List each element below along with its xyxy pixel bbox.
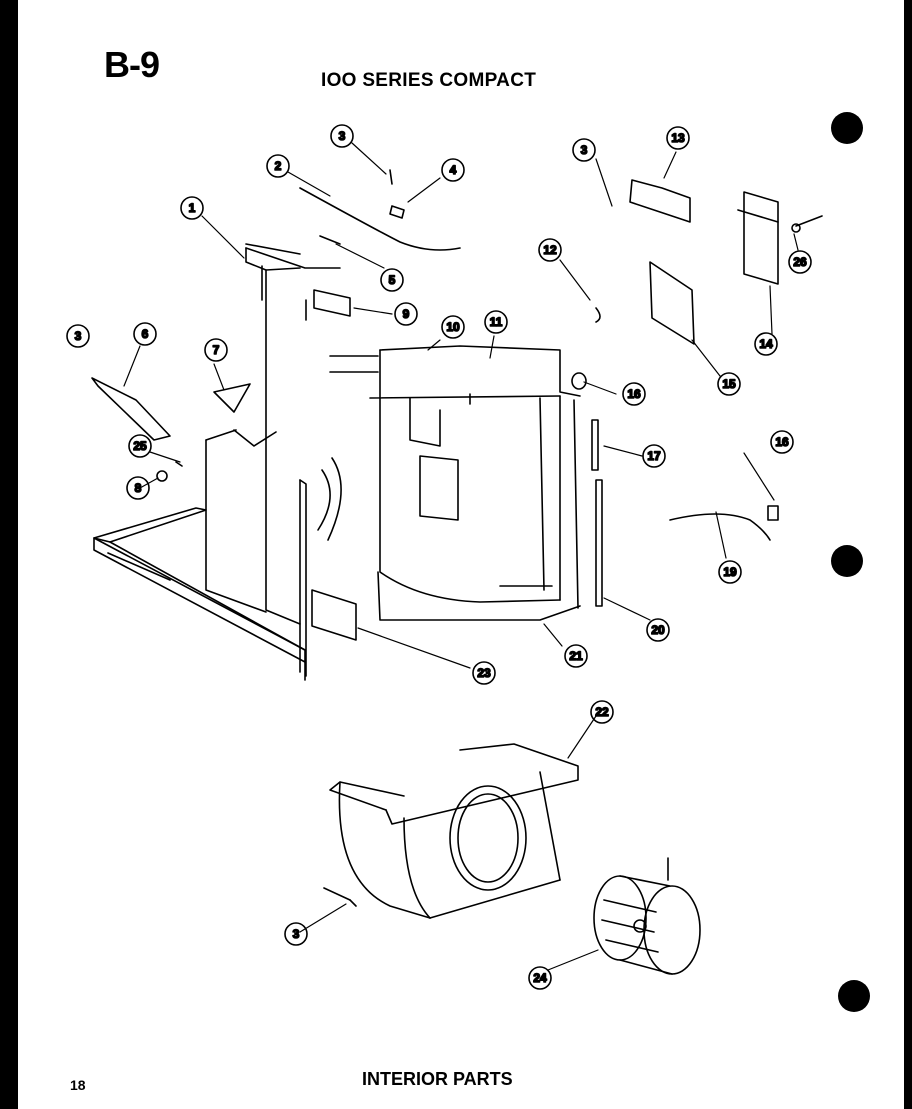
callout-22: 22: [590, 700, 614, 724]
callout-19: 19: [718, 560, 742, 584]
svg-text:8: 8: [135, 481, 142, 495]
callout-7: 7: [204, 338, 228, 362]
svg-text:5: 5: [389, 273, 396, 287]
callout-5: 5: [380, 268, 404, 292]
section-title: INTERIOR PARTS: [362, 1069, 513, 1089]
callout-15: 15: [717, 372, 741, 396]
page-number: 18: [70, 1077, 86, 1093]
svg-text:3: 3: [581, 143, 588, 157]
svg-text:16: 16: [775, 435, 789, 449]
svg-text:25: 25: [133, 439, 147, 453]
svg-text:23: 23: [477, 666, 491, 680]
callout-17: 17: [642, 444, 666, 468]
callout-16: 16: [622, 382, 646, 406]
blower-wheel: [593, 875, 701, 975]
svg-text:19: 19: [723, 565, 737, 579]
svg-text:13: 13: [671, 131, 685, 145]
callout-3-right: 3: [572, 138, 596, 162]
svg-text:7: 7: [213, 343, 220, 357]
leader-lines: [123, 142, 799, 971]
svg-text:6: 6: [142, 327, 149, 341]
callout-3-left: 3: [66, 324, 90, 348]
svg-text:16: 16: [627, 387, 641, 401]
svg-text:10: 10: [446, 320, 460, 334]
svg-text:22: 22: [595, 705, 609, 719]
svg-text:3: 3: [339, 129, 346, 143]
binder-hole-middle: [831, 545, 863, 577]
callouts: 1 2 3 3 3 3 4 5 6 7 8 9 10 11 12 13 14 1…: [66, 124, 812, 990]
svg-text:11: 11: [490, 315, 503, 329]
callout-24: 24: [528, 966, 552, 990]
svg-text:12: 12: [543, 243, 557, 257]
svg-text:3: 3: [75, 329, 82, 343]
callout-2: 2: [266, 154, 290, 178]
svg-text:20: 20: [651, 623, 665, 637]
callout-6: 6: [133, 322, 157, 346]
shroud-assembly: [329, 345, 581, 621]
svg-text:24: 24: [533, 971, 547, 985]
callout-4: 4: [441, 158, 465, 182]
callout-8: 8: [126, 476, 150, 500]
callout-1: 1: [180, 196, 204, 220]
callout-14: 14: [754, 332, 778, 356]
sheet-id: B-9: [104, 44, 160, 85]
callout-20: 20: [646, 618, 670, 642]
callout-25: 25: [128, 434, 152, 458]
callout-16-sensor: 16: [770, 430, 794, 454]
side-rails: [591, 419, 603, 607]
svg-text:4: 4: [450, 163, 457, 177]
svg-text:15: 15: [722, 377, 736, 391]
small-parts: [91, 169, 823, 907]
svg-text:9: 9: [403, 307, 410, 321]
series-title: IOO SERIES COMPACT: [321, 70, 537, 91]
svg-text:2: 2: [275, 159, 282, 173]
svg-text:3: 3: [293, 927, 300, 941]
callout-9: 9: [394, 302, 418, 326]
partition-panel: [205, 247, 357, 677]
parts-sheet: [18, 0, 904, 1109]
blower-housing: [329, 743, 579, 919]
binder-hole-top: [831, 112, 863, 144]
svg-text:26: 26: [793, 255, 807, 269]
callout-23: 23: [472, 661, 496, 685]
callout-21: 21: [564, 644, 588, 668]
callout-26: 26: [788, 250, 812, 274]
base-pan: [93, 507, 306, 681]
callout-3-top: 3: [330, 124, 354, 148]
callout-3-bottom: 3: [284, 922, 308, 946]
binder-holes: [831, 112, 870, 1012]
binder-hole-bottom: [838, 980, 870, 1012]
callout-12: 12: [538, 238, 562, 262]
svg-text:17: 17: [647, 449, 661, 463]
callout-10: 10: [441, 315, 465, 339]
svg-text:1: 1: [189, 201, 196, 215]
callout-11: 11: [484, 310, 508, 334]
svg-text:21: 21: [569, 649, 583, 663]
svg-text:14: 14: [759, 337, 773, 351]
callout-13: 13: [666, 126, 690, 150]
